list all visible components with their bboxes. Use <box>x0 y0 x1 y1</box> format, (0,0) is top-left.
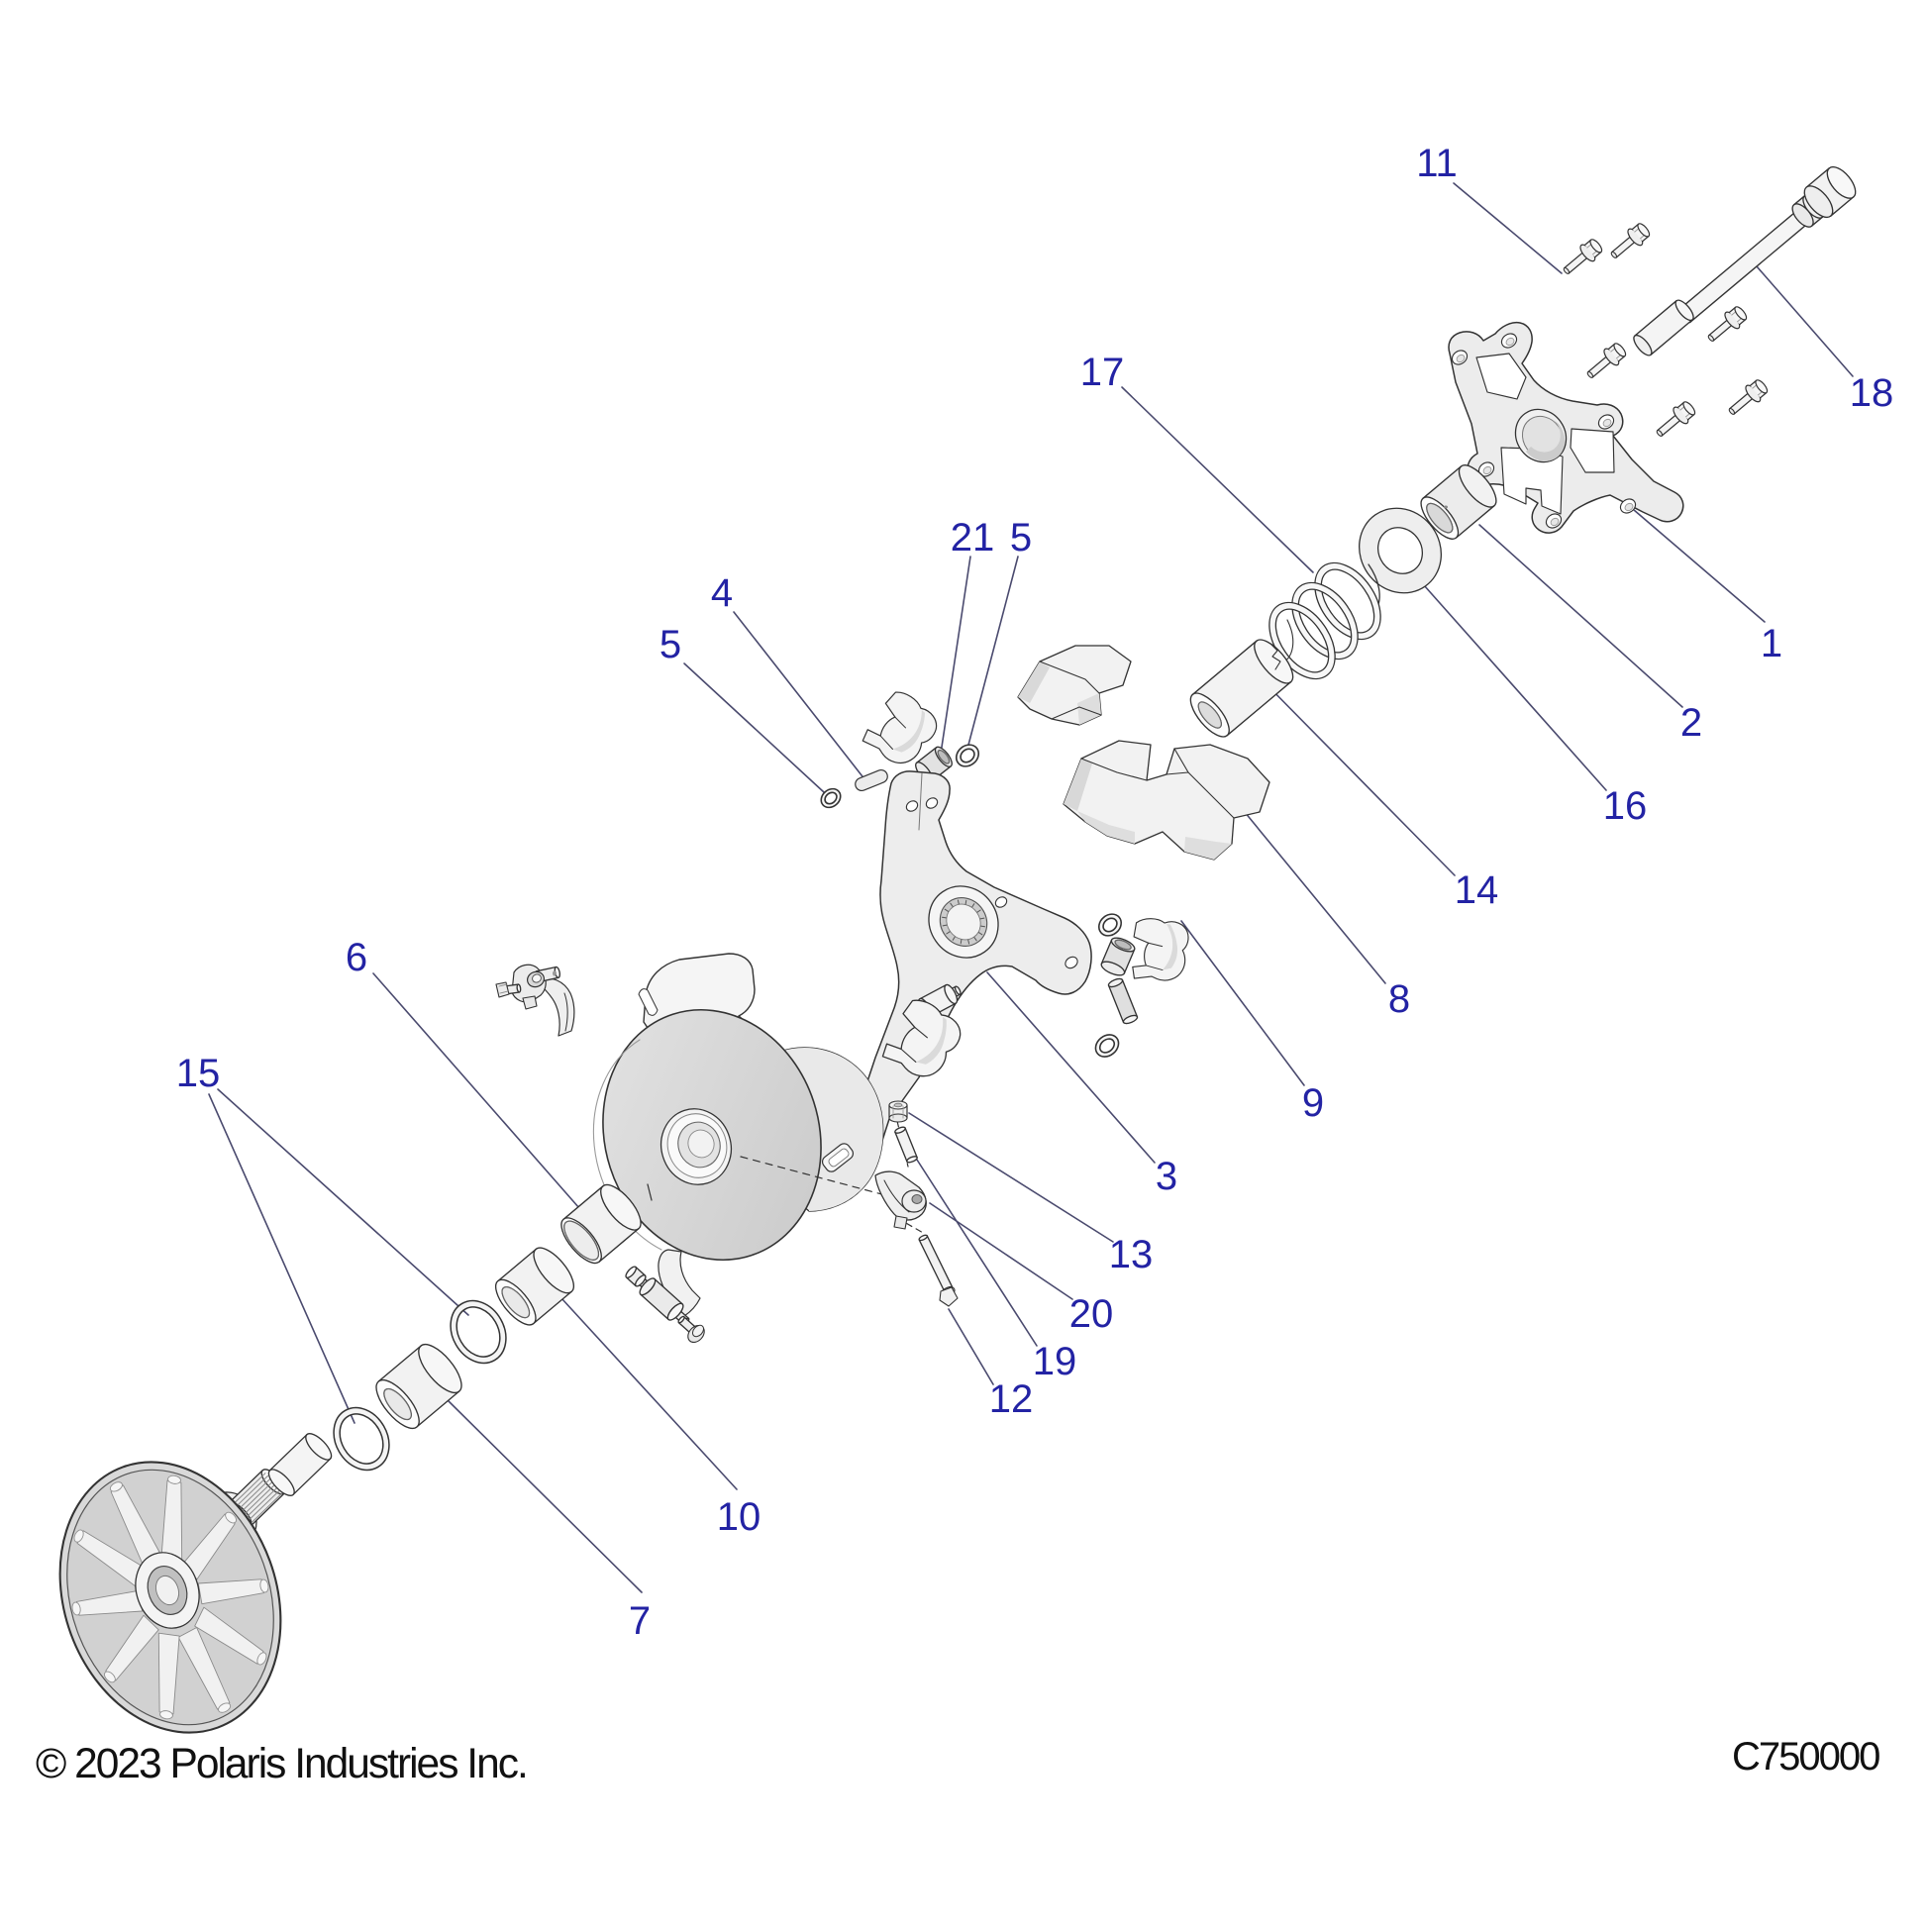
svg-text:1: 1 <box>1761 622 1782 665</box>
svg-text:16: 16 <box>1603 784 1648 828</box>
svg-text:12: 12 <box>989 1377 1034 1421</box>
svg-text:6: 6 <box>346 936 367 979</box>
svg-text:10: 10 <box>717 1495 761 1539</box>
svg-text:© 2023 Polaris Industries Inc.: © 2023 Polaris Industries Inc. <box>36 1741 527 1787</box>
svg-text:5: 5 <box>659 623 681 666</box>
svg-text:14: 14 <box>1455 868 1499 912</box>
svg-text:17: 17 <box>1080 351 1125 394</box>
svg-text:5: 5 <box>1010 516 1032 559</box>
svg-text:9: 9 <box>1302 1081 1324 1125</box>
svg-text:11: 11 <box>1416 142 1458 185</box>
svg-text:21: 21 <box>951 516 995 559</box>
svg-text:C750000: C750000 <box>1732 1735 1879 1779</box>
svg-text:15: 15 <box>176 1052 221 1095</box>
svg-text:19: 19 <box>1033 1340 1077 1383</box>
svg-text:20: 20 <box>1069 1292 1114 1336</box>
svg-text:2: 2 <box>1680 701 1702 745</box>
svg-text:8: 8 <box>1388 977 1410 1021</box>
svg-text:13: 13 <box>1109 1233 1154 1276</box>
svg-text:18: 18 <box>1850 371 1894 415</box>
svg-text:3: 3 <box>1156 1155 1177 1198</box>
svg-text:7: 7 <box>629 1599 651 1643</box>
svg-text:4: 4 <box>711 571 733 615</box>
